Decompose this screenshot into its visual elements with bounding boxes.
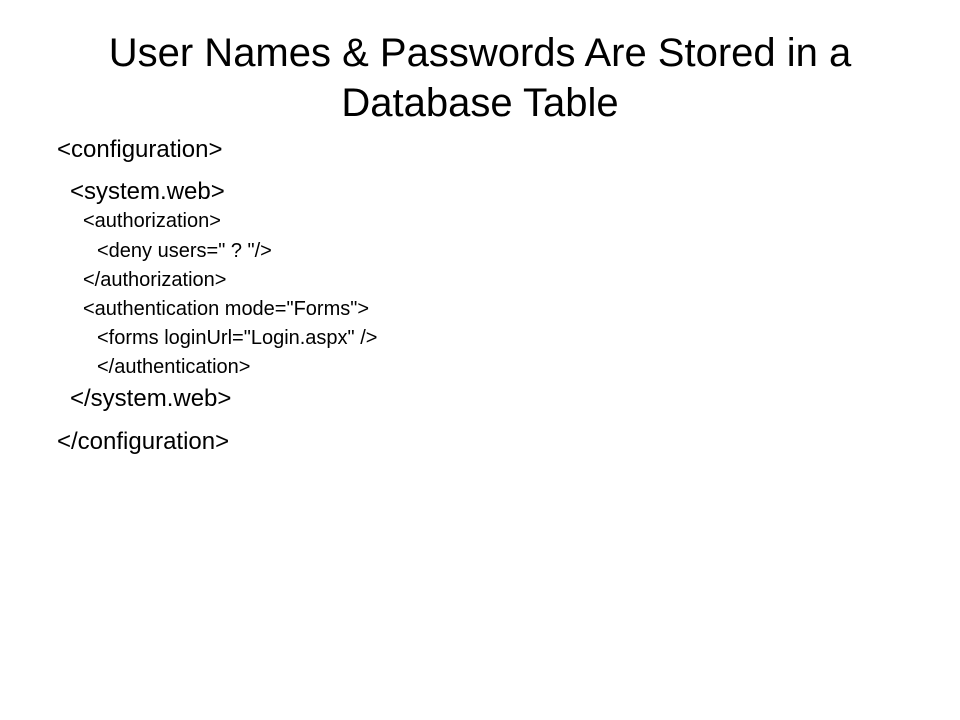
- code-line-forms-login-url: <forms loginUrl="Login.aspx" />: [97, 327, 378, 349]
- code-line-authorization-close: </authorization>: [83, 269, 227, 291]
- code-line-configuration-close: </configuration>: [57, 428, 230, 455]
- code-line-system-web-open: <system.web>: [70, 178, 225, 205]
- code-line-system-web-close: </system.web>: [70, 385, 232, 412]
- slide-title: User Names & Passwords Are Stored in a D…: [108, 31, 852, 125]
- code-line-authentication-close: </authentication>: [97, 356, 251, 378]
- code-line-deny-users: <deny users=" ? "/>: [97, 240, 272, 262]
- code-line-configuration-open: <configuration>: [57, 136, 223, 163]
- code-line-authorization-open: <authorization>: [83, 210, 221, 232]
- code-line-authentication-open: <authentication mode="Forms">: [83, 298, 370, 320]
